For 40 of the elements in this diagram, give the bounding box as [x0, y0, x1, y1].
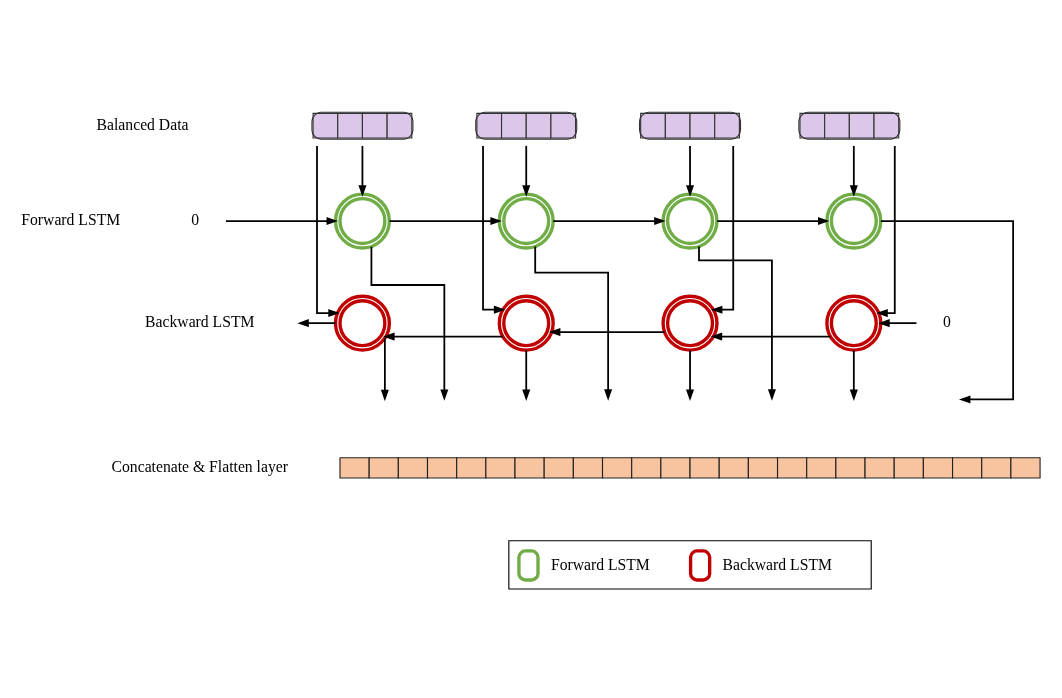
- node-circle: [825, 294, 883, 352]
- arrow: [849, 144, 858, 197]
- arrow: [358, 144, 367, 197]
- arrow: [552, 216, 666, 225]
- arrow: [388, 216, 502, 225]
- arrow: [370, 245, 449, 401]
- arrow: [716, 216, 830, 225]
- node-circle: [497, 294, 555, 352]
- legend-label: Backward LSTM: [722, 555, 832, 573]
- arrow: [316, 144, 340, 317]
- arrow: [879, 219, 1015, 403]
- node-circle: [333, 294, 392, 352]
- arrow: [522, 349, 531, 401]
- arrow: [710, 144, 735, 314]
- arrow: [297, 318, 337, 327]
- legend-label: Forward LSTM: [550, 555, 650, 573]
- arrow: [710, 332, 832, 341]
- label: Backward LSTM: [145, 312, 255, 330]
- node-circle: [661, 294, 719, 352]
- node-circle: [497, 191, 555, 250]
- node-circle: [661, 191, 719, 250]
- node-circle: [333, 191, 392, 250]
- arrow: [686, 349, 695, 401]
- arrow: [548, 327, 666, 336]
- node-text: 0: [943, 312, 951, 330]
- arrow: [686, 144, 695, 197]
- arrow: [876, 144, 896, 317]
- label: Concatenate & Flatten layer: [111, 457, 288, 475]
- arrow: [482, 144, 506, 314]
- arrow: [225, 216, 338, 225]
- arrow: [383, 332, 504, 341]
- arrow: [534, 245, 613, 401]
- node-text: 0: [191, 210, 200, 228]
- arrow: [878, 318, 918, 327]
- label: Forward LSTM: [21, 210, 121, 228]
- arrow: [849, 349, 858, 401]
- arrow: [522, 144, 531, 197]
- label: Balanced Data: [96, 115, 189, 133]
- node-circle: [825, 191, 883, 250]
- arrow: [380, 332, 395, 401]
